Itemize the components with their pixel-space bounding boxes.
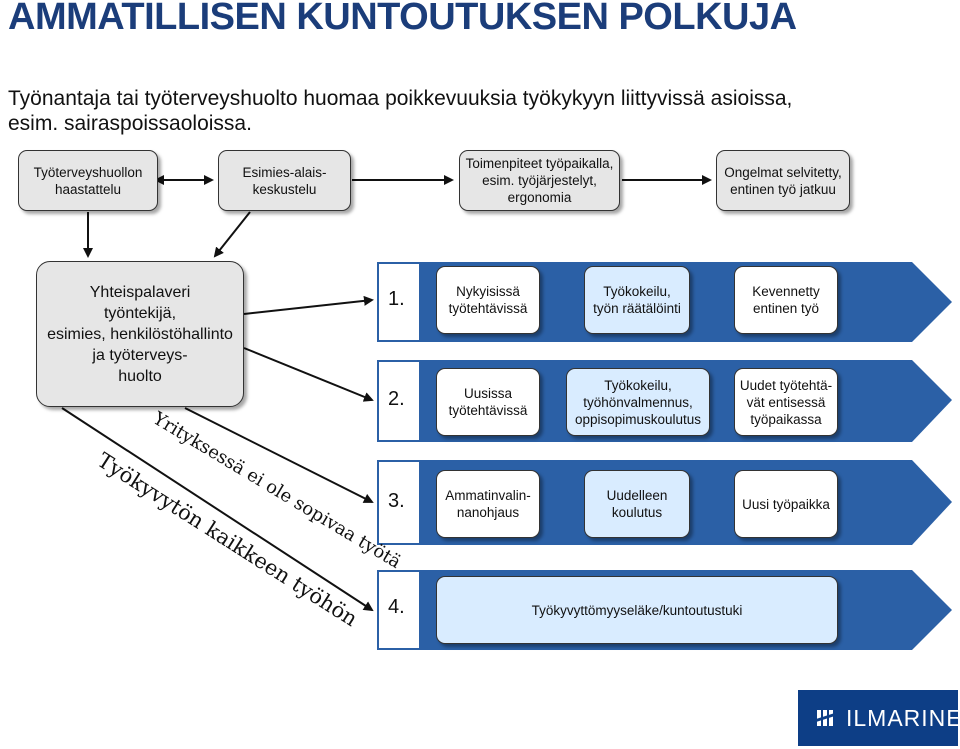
path2-step-work-trial-coaching: Työkokeilu, työhönvalmennus, oppisopimus…	[566, 368, 710, 436]
path3-step-retraining: Uudelleen koulutus	[584, 470, 690, 538]
page-title: AMMATILLISEN KUNTOUTUKSEN POLKUJA	[8, 0, 797, 38]
path3-step-career-guidance: Ammatinvalin- nanohjaus	[436, 470, 540, 538]
connector-meeting-path1	[243, 295, 374, 315]
ilmarinen-logo-text: ILMARINEN	[846, 704, 960, 731]
path4-step-disability-pension: Työkyvyttömyyseläke/kuntoutustuki	[436, 576, 838, 644]
path1-step-current-tasks: Nykyisissä työtehtävissä	[436, 266, 540, 334]
connector-supervisor-meeting	[213, 211, 251, 258]
joint-meeting-box: Yhteispalaveri työntekijä, esimies, henk…	[36, 261, 244, 407]
path-number-4: 4.	[388, 596, 405, 618]
connector-meeting-path4	[61, 407, 374, 612]
connector-meeting-path3	[184, 407, 374, 503]
interview-box: Työterveyshuollon haastattelu	[18, 150, 158, 211]
workplace-measures-box: Toimenpiteet työpaikalla, esim. työjärje…	[459, 150, 620, 211]
path1-step-lightened-work: Kevennetty entinen työ	[734, 266, 838, 334]
connector-meeting-path2	[243, 347, 374, 402]
path-number-3: 3.	[388, 490, 405, 512]
path2-step-new-tasks: Uusissa työtehtävissä	[436, 368, 540, 436]
supervisor-discussion-box: Esimies-alais- keskustelu	[218, 150, 351, 211]
problems-resolved-box: Ongelmat selvitetty, entinen työ jatkuu	[716, 150, 850, 211]
ilmarinen-logo-icon	[816, 707, 838, 729]
ilmarinen-logo: ILMARINEN	[798, 690, 960, 746]
path3-step-new-job: Uusi työpaikka	[734, 470, 838, 538]
path2-step-new-tasks-same-workplace: Uudet työtehtä- vät entisessä työpaikass…	[734, 368, 838, 436]
path1-step-work-trial-tailoring: Työkokeilu, työn räätälöinti	[584, 266, 690, 334]
path-number-1: 1.	[388, 288, 405, 310]
intro-text: Työnantaja tai työterveyshuolto huomaa p…	[8, 87, 793, 135]
path-number-2: 2.	[388, 388, 405, 410]
